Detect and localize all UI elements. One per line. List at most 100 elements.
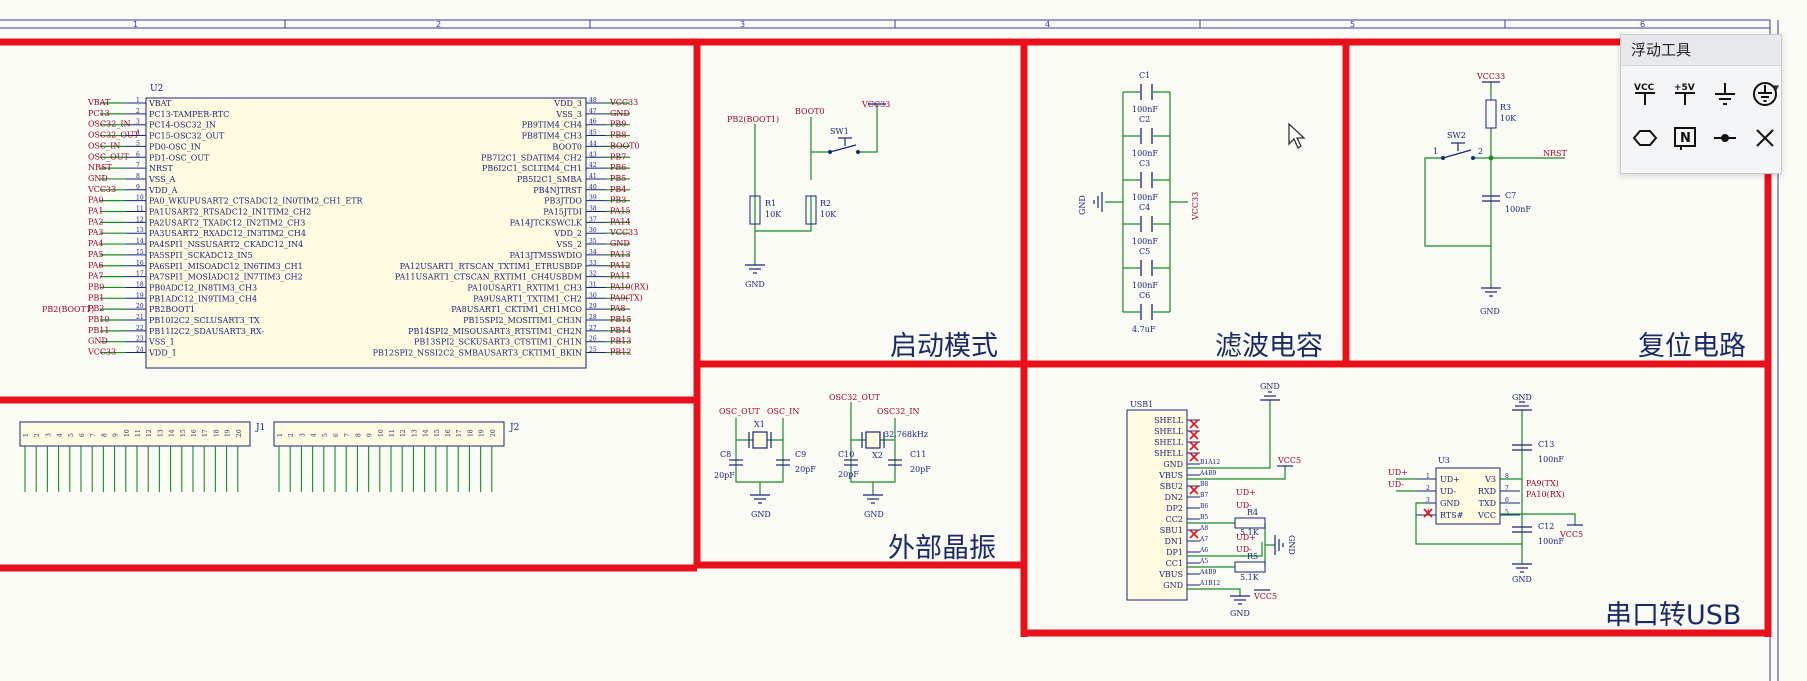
mcu-pin-number: 14: [136, 238, 144, 245]
usb-pin-number: B7: [1200, 492, 1208, 499]
net-label-button[interactable]: N: [1665, 116, 1705, 160]
r3-label: R3: [1500, 103, 1511, 112]
net-boot0: BOOT0: [795, 107, 825, 116]
mcu-pin-number: 18: [136, 281, 144, 288]
no-connect-button[interactable]: [1745, 116, 1785, 160]
junction-icon: [1714, 134, 1736, 142]
u3-pin-number: 2: [1426, 485, 1430, 492]
boot-circuit[interactable]: PB2(BOOT1) BOOT0 VCC33 SW1 R1 10K R2 10K…: [727, 100, 890, 289]
c8-label: C8: [720, 450, 731, 459]
j2-designator: J2: [509, 423, 519, 433]
mcu-pin-label: PB1ADC12_IN9TIM3_CH4: [149, 294, 257, 303]
mcu-pin-label: VSS_A: [148, 175, 176, 184]
c13-label: C13: [1538, 440, 1554, 449]
mcu-pin-label: PA15JTDI: [543, 208, 582, 217]
junction-button[interactable]: [1705, 116, 1745, 160]
usb-pin-number: B5: [1200, 514, 1208, 521]
ruler-mark: 5: [1350, 20, 1355, 29]
section-borders: [0, 38, 1772, 637]
u3-gnd-top: GND: [1512, 393, 1532, 402]
filter-cap-value: 4.7uF: [1132, 325, 1156, 334]
header-pin-number: 17: [202, 429, 209, 437]
mcu-pin-number: 4: [136, 130, 140, 137]
c11-value: 20pF: [910, 465, 931, 474]
usb-pin-label: GND: [1163, 460, 1183, 469]
usb-pin-label: VBUS: [1158, 570, 1183, 579]
crystal-circuit[interactable]: OSC_OUT OSC_IN X1 C8 20pF C9 20pF GND OS…: [714, 393, 931, 519]
mcu-pin-number: 42: [589, 162, 597, 169]
reset-circuit[interactable]: VCC33 R3 10K SW2 1 2 NRST C7 100nF GND: [1424, 72, 1568, 316]
u3-designator: U3: [1438, 456, 1450, 465]
header-pin-number: 13: [411, 429, 418, 437]
mcu-pin-label: VBAT: [148, 99, 172, 108]
header-pin-number: 1: [23, 433, 30, 437]
earth-ground-button[interactable]: [1745, 72, 1785, 116]
svg-text:N: N: [1680, 131, 1691, 146]
vcc-power-port-button[interactable]: VCC: [1625, 72, 1665, 116]
filter-cap-label: C5: [1139, 247, 1150, 256]
mcu-net-label: PB13: [610, 337, 631, 346]
u3-pin-number: 6: [1505, 497, 1509, 504]
port-button[interactable]: [1625, 116, 1665, 160]
filter-cap-label: C1: [1139, 71, 1150, 80]
mcu-net-label: PC13: [88, 109, 110, 118]
usb-ud-plus-2: UD+: [1236, 533, 1256, 542]
mcu-pin-label: PB13SPI2_SCKUSART3_CTSTIM1_CH1N: [414, 338, 582, 347]
filter-caps[interactable]: C1100nFC2100nFC3100nFC4100nFC5100nFC64.7…: [1078, 71, 1200, 334]
header-pin-number: 14: [423, 429, 430, 437]
mcu-pin-label: PA9USART1_TXTIM1_CH2: [473, 294, 582, 303]
floating-toolbar-title[interactable]: 浮动工具: [1621, 35, 1781, 66]
section-label-filter: 滤波电容: [1215, 331, 1323, 362]
sw2-pin1: 1: [1433, 147, 1438, 156]
x1-label: X1: [754, 420, 765, 429]
mcu-pin-label: PA8USART1_CKTIM1_CH1MCO: [451, 305, 582, 314]
c13-value: 100nF: [1538, 455, 1564, 464]
mcu-net-label: GND: [88, 337, 108, 346]
floating-toolbar[interactable]: 浮动工具 VCC +5V: [1620, 34, 1782, 174]
mcu-u2[interactable]: U2 VBAT1VBATPC13-TAMPER-RTC2PC13PC14-OSC…: [42, 84, 649, 369]
header-pin-number: 12: [146, 429, 153, 437]
mcu-net-label: BOOT0: [610, 141, 640, 150]
header-pin-number: 15: [434, 429, 441, 437]
port-icon: [1632, 130, 1658, 146]
mcu-pin-number: 26: [589, 336, 597, 343]
mcu-pin-number: 35: [589, 238, 597, 245]
mcu-pin-number: 5: [136, 140, 140, 147]
usb-pin-label: DP2: [1166, 504, 1183, 513]
mcu-pin-number: 6: [136, 151, 140, 158]
net-osc32-in: OSC32_IN: [877, 407, 920, 416]
x2-label: X2: [872, 451, 883, 460]
mcu-pin-number: 31: [589, 281, 597, 288]
mcu-pin-number: 40: [589, 184, 597, 191]
section-label-reset: 复位电路: [1638, 331, 1746, 362]
r5-value: 5.1K: [1240, 573, 1260, 582]
usb-pin-label: GND: [1163, 581, 1183, 590]
plus5v-power-port-button[interactable]: +5V: [1665, 72, 1705, 116]
crystal-gnd-1: GND: [751, 510, 771, 519]
header-pin-number: 7: [344, 433, 351, 437]
mcu-pin-number: 9: [136, 184, 140, 191]
reset-gnd: GND: [1480, 307, 1500, 316]
mcu-pin-number: 8: [136, 173, 140, 180]
mcu-net-label: PA4: [88, 239, 104, 248]
section-label-crystal: 外部晶振: [888, 533, 996, 564]
chevron-down-icon[interactable]: ▾: [1773, 81, 1779, 94]
mcu-pin-number: 13: [136, 227, 144, 234]
header-pin-number: 10: [378, 429, 385, 437]
usb-pin-number: A4B9: [1199, 569, 1217, 576]
net-osc-in: OSC_IN: [767, 407, 799, 416]
mcu-pin-number: 30: [589, 292, 597, 299]
mcu-pin-number: 12: [136, 216, 144, 223]
header-pin-number: 9: [113, 433, 120, 437]
ground-button[interactable]: [1705, 72, 1745, 116]
c10-value: 20pF: [838, 470, 859, 479]
mcu-left-pins: VBAT1VBATPC13-TAMPER-RTC2PC13PC14-OSC32_…: [42, 97, 364, 358]
gnd-label: GND: [745, 280, 765, 289]
mcu-net-label: PA13: [610, 250, 631, 259]
